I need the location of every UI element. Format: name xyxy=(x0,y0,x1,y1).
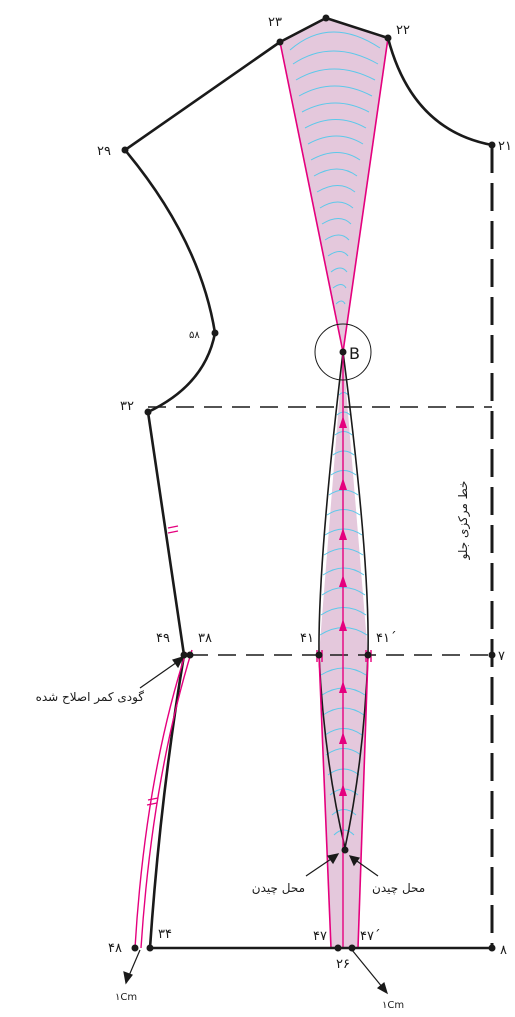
corrected-side-seam xyxy=(134,649,193,949)
point-49 xyxy=(180,651,188,659)
label-7: ۷ xyxy=(498,649,505,664)
label-47p: ۴۷΄ xyxy=(360,929,380,944)
gather-left-label: محل چیدن xyxy=(252,881,305,895)
armhole-curve xyxy=(124,149,217,414)
cm-left-label: ۱Cm xyxy=(115,992,137,1003)
point-7 xyxy=(488,651,496,659)
label-32: ۳۲ xyxy=(120,399,134,414)
label-26: ۲۶ xyxy=(336,957,350,972)
label-B: B xyxy=(349,344,360,363)
point-58 xyxy=(211,329,219,337)
gather-right-label: محل چیدن xyxy=(372,881,425,895)
leader-arrows xyxy=(123,656,388,995)
label-49: ۴۹ xyxy=(156,631,170,646)
point-34 xyxy=(146,944,154,952)
corrected-waist-label: گودی کمر اصلاح شده xyxy=(36,690,145,705)
side-seam xyxy=(146,411,186,949)
label-8: ۸ xyxy=(500,943,507,958)
label-58: ۵۸ xyxy=(189,330,200,341)
point-B xyxy=(339,348,347,356)
label-22: ۲۲ xyxy=(396,23,410,38)
point-32 xyxy=(144,408,152,416)
label-41p: ۴۱΄ xyxy=(376,631,396,646)
point-29 xyxy=(121,146,129,154)
point-41 xyxy=(315,651,323,659)
point-21 xyxy=(488,141,496,149)
point-41p xyxy=(364,651,372,659)
point-48 xyxy=(131,944,139,952)
shoulder-line xyxy=(124,40,281,152)
label-48: ۴۸ xyxy=(108,941,122,956)
point-top xyxy=(322,14,330,22)
label-29: ۲۹ xyxy=(97,144,111,159)
label-34: ۳۴ xyxy=(158,927,172,942)
label-21: ۲۱ xyxy=(498,139,512,154)
point-38 xyxy=(186,651,194,659)
upper-dart-legs xyxy=(279,37,389,353)
label-23: ۲۳ xyxy=(268,15,282,30)
point-gather xyxy=(341,846,349,854)
label-41: ۴۱ xyxy=(300,631,314,646)
label-47: ۴۷ xyxy=(313,929,327,944)
neck-curve xyxy=(386,37,493,147)
pattern-points xyxy=(121,14,496,952)
dashed-guides xyxy=(148,145,494,948)
dart-arrows xyxy=(339,416,347,796)
center-front-line-label: خط مرکزی جلو xyxy=(456,481,471,561)
point-8 xyxy=(488,944,496,952)
upper-dart-fill xyxy=(280,18,388,352)
upper-dart-guides xyxy=(289,31,381,305)
cm-right-label: ۱Cm xyxy=(382,1000,404,1011)
point-23 xyxy=(276,38,284,46)
bodice-outline xyxy=(124,16,493,950)
point-47 xyxy=(334,944,342,952)
apex-circle xyxy=(314,323,372,381)
point-22 xyxy=(384,34,392,42)
label-38: ۳۸ xyxy=(198,631,212,646)
point-47p xyxy=(348,944,356,952)
